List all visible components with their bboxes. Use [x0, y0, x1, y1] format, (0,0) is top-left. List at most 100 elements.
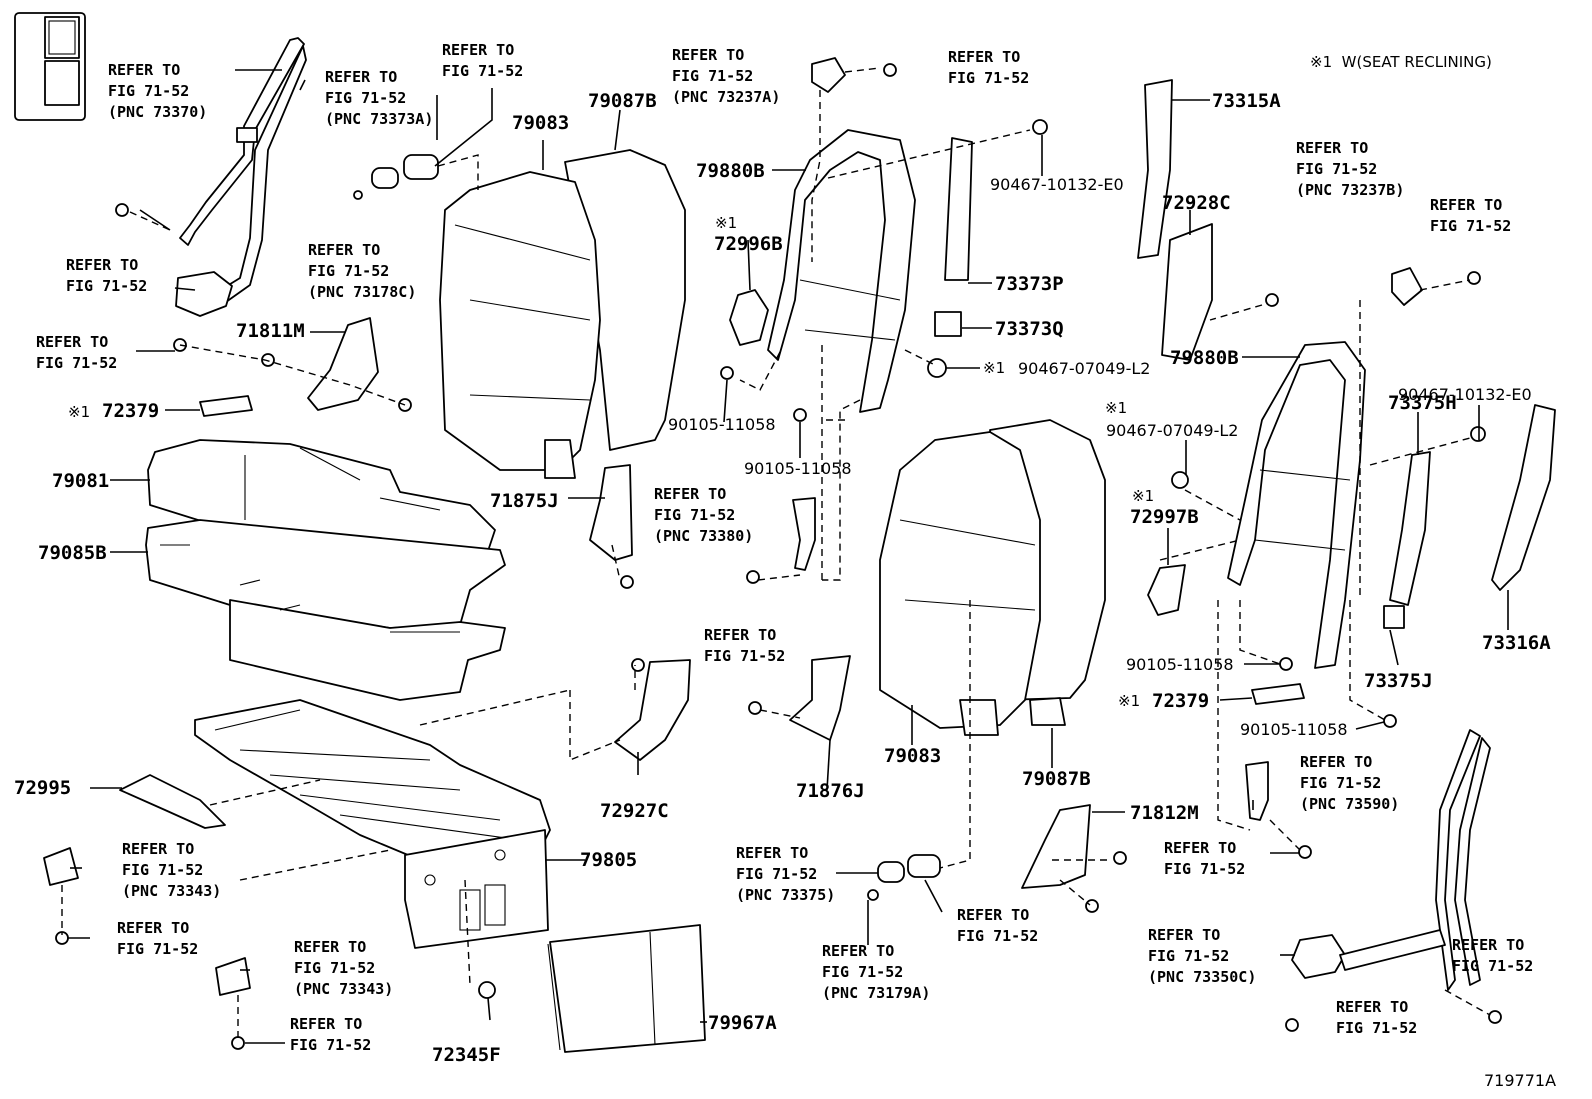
part-71875J[interactable]: 71875J — [490, 490, 559, 512]
part-72928C[interactable]: 72928C — [1162, 192, 1231, 214]
ref-73343[interactable]: REFER TO FIG 71-52 (PNC 73343) — [294, 938, 394, 998]
part-79087B[interactable]: 79087B — [588, 90, 657, 112]
bin-79967A-illustration — [549, 924, 706, 1053]
part-73315A[interactable]: 73315A — [1212, 90, 1281, 112]
part-79880B[interactable]: 79880B — [696, 160, 765, 182]
part-72379[interactable]: 72379 — [1152, 690, 1210, 712]
part-79083[interactable]: 79083 — [512, 112, 570, 134]
part-72379[interactable]: 72379 — [102, 400, 160, 422]
part-73375J[interactable]: 73375J — [1364, 670, 1433, 692]
garnish-73315A-illustration — [1137, 79, 1173, 259]
bracket-71812M-illustration — [1021, 804, 1091, 889]
cover-73375H-illustration — [1389, 451, 1431, 606]
left-seat-belt-illustration — [175, 37, 307, 317]
part-79081[interactable]: 79081 — [52, 470, 110, 492]
part-71876J[interactable]: 71876J — [796, 780, 865, 802]
part-79805[interactable]: 79805 — [580, 849, 638, 871]
ref-73375[interactable]: REFER TO FIG 71-52 (PNC 73375) — [736, 844, 836, 904]
seat-reclining-note: ※1 W(SEAT RECLINING) — [1310, 53, 1492, 71]
part-90105-11058[interactable]: 90105-11058 — [1126, 655, 1234, 674]
ref-73237B[interactable]: REFER TO FIG 71-52 (PNC 73237B) — [1296, 139, 1405, 199]
part-79087B[interactable]: 79087B — [1022, 768, 1091, 790]
ref-fig-71-52[interactable]: REFER TO FIG 71-52 — [1430, 196, 1512, 235]
part-72996B[interactable]: 72996B — [714, 233, 783, 255]
ref-73237A[interactable]: REFER TO FIG 71-52 (PNC 73237A) — [672, 46, 781, 106]
mark-1: ※1 — [1132, 487, 1155, 505]
left-seatback-illustration — [439, 149, 686, 479]
cover-72995-illustration — [119, 774, 226, 829]
pad-72379-right-illustration — [1251, 683, 1305, 705]
ref-fig-71-52[interactable]: REFER TO FIG 71-52 — [1164, 839, 1246, 878]
ref-fig-71-52[interactable]: REFER TO FIG 71-52 — [117, 919, 199, 958]
ref-fig-71-52[interactable]: REFER TO FIG 71-52 — [36, 333, 118, 372]
clip-73375J-illustration — [1383, 605, 1405, 629]
ref-73179A[interactable]: REFER TO FIG 71-52 (PNC 73179A) — [822, 942, 931, 1002]
right-seat-belt-illustration — [1291, 729, 1491, 991]
buckle-73380-illustration — [792, 497, 816, 571]
seatback-frame-79880B-right-illustration — [1147, 341, 1366, 669]
part-73316A[interactable]: 73316A — [1482, 632, 1551, 654]
part-90467-07049-L2[interactable]: 90467-07049-L2 — [1018, 359, 1151, 378]
ref-fig-71-52[interactable]: REFER TO FIG 71-52 — [948, 48, 1030, 87]
cover-72927C-illustration — [614, 659, 691, 761]
part-73375H[interactable]: 73375H — [1388, 392, 1457, 414]
grommet-73375-illustration — [907, 854, 941, 878]
cover-73373P-illustration — [944, 137, 973, 281]
part-72997B[interactable]: 72997B — [1130, 506, 1199, 528]
seat-layout-thumbnail-icon — [14, 12, 86, 121]
part-79085B[interactable]: 79085B — [38, 542, 107, 564]
ref-fig-71-52[interactable]: REFER TO FIG 71-52 — [704, 626, 786, 665]
ref-73373A[interactable]: REFER TO FIG 71-52 (PNC 73373A) — [325, 68, 434, 128]
clip-73373Q-illustration — [934, 311, 962, 337]
part-90467-07049-L2[interactable]: 90467-07049-L2 — [1106, 421, 1239, 440]
clip-73237B-illustration — [1391, 267, 1423, 306]
part-71812M[interactable]: 71812M — [1130, 802, 1199, 824]
pad-72379-left-illustration — [199, 395, 253, 417]
part-79967A[interactable]: 79967A — [708, 1012, 777, 1034]
part-90105-11058[interactable]: 90105-11058 — [1240, 720, 1348, 739]
mark-1: ※1 — [983, 359, 1006, 377]
ref-fig-71-52[interactable]: REFER TO FIG 71-52 — [442, 41, 524, 80]
ref-73590[interactable]: REFER TO FIG 71-52 (PNC 73590) — [1300, 753, 1400, 813]
ref-fig-71-52[interactable]: REFER TO FIG 71-52 — [1336, 998, 1418, 1037]
part-90105-11058[interactable]: 90105-11058 — [668, 415, 776, 434]
ref-fig-71-52[interactable]: REFER TO FIG 71-52 — [957, 906, 1039, 945]
diagram-id: 719771A — [1484, 1071, 1557, 1090]
bracket-71876J-illustration — [789, 655, 851, 741]
ref-fig-71-52[interactable]: REFER TO FIG 71-52 — [66, 256, 148, 295]
buckle-73590-illustration — [1245, 761, 1269, 821]
ref-73380[interactable]: REFER TO FIG 71-52 (PNC 73380) — [654, 485, 754, 545]
bracket-71811M-illustration — [307, 317, 379, 411]
mark-1: ※1 — [715, 214, 738, 232]
part-90467-10132-E0[interactable]: 90467-10132-E0 — [1398, 385, 1532, 404]
part-72995[interactable]: 72995 — [14, 777, 72, 799]
part-72345F[interactable]: 72345F — [432, 1044, 501, 1066]
part-79880B[interactable]: 79880B — [1170, 347, 1239, 369]
seatback-frame-79880B-left-illustration — [729, 129, 916, 413]
part-71811M[interactable]: 71811M — [236, 320, 305, 342]
grommet-73373A-illustration — [403, 154, 439, 180]
ref-73350C[interactable]: REFER TO FIG 71-52 (PNC 73350C) — [1148, 926, 1257, 986]
garnish-73316A-illustration — [1491, 404, 1556, 591]
seat-cushion-illustration — [145, 439, 506, 701]
clip-73237A-illustration — [811, 57, 846, 93]
part-73373Q[interactable]: 73373Q — [995, 318, 1064, 340]
leader-lines — [61, 67, 1509, 1044]
part-72927C[interactable]: 72927C — [600, 800, 669, 822]
cover-72928C-illustration — [1161, 223, 1213, 361]
part-73373P[interactable]: 73373P — [995, 273, 1064, 295]
ref-73370[interactable]: REFER TO FIG 71-52 (PNC 73370) — [108, 61, 208, 121]
part-79083[interactable]: 79083 — [884, 745, 942, 767]
ref-73343[interactable]: REFER TO FIG 71-52 (PNC 73343) — [122, 840, 222, 900]
right-seatback-illustration — [879, 419, 1106, 736]
ref-fig-71-52[interactable]: REFER TO FIG 71-52 — [1452, 936, 1534, 975]
bracket-71875J-illustration — [589, 464, 633, 561]
mark-1: ※1 — [68, 403, 91, 421]
ref-73178C[interactable]: REFER TO FIG 71-52 (PNC 73178C) — [308, 241, 417, 301]
part-90467-10132-E0[interactable]: 90467-10132-E0 — [990, 175, 1124, 194]
part-90105-11058[interactable]: 90105-11058 — [744, 459, 852, 478]
ref-fig-71-52[interactable]: REFER TO FIG 71-52 — [290, 1015, 372, 1054]
seat-frame-illustration — [194, 699, 551, 949]
